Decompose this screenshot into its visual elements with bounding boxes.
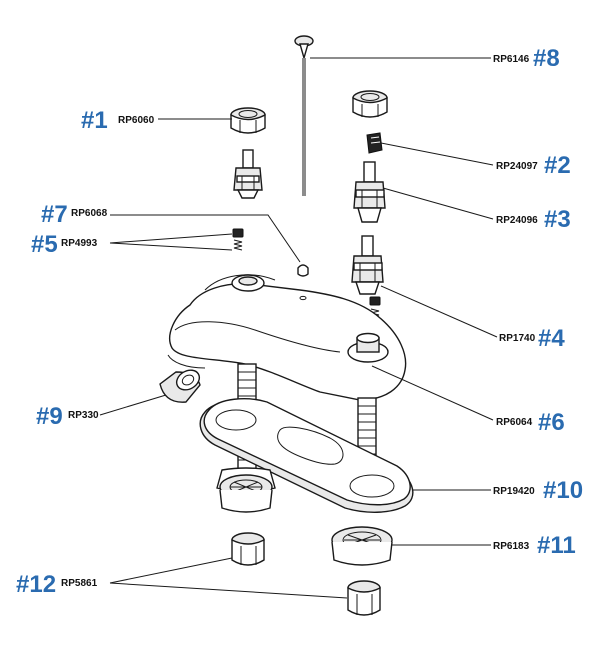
part-number: RP24097 xyxy=(496,161,538,172)
part-number: RP1740 xyxy=(499,333,536,344)
base-gasket xyxy=(199,398,414,513)
callout-number: #3 xyxy=(544,206,571,233)
faucet-body xyxy=(167,274,407,401)
left-cartridge xyxy=(233,149,263,199)
right-cartridge xyxy=(353,161,386,223)
callout-4: RP1740 #4 xyxy=(499,325,565,352)
leader-lines xyxy=(99,57,498,599)
handle-adapter xyxy=(366,132,383,154)
callout-10: RP19420 #10 xyxy=(493,477,583,504)
callout-number: #8 xyxy=(533,45,560,72)
callout-number: #6 xyxy=(538,409,565,436)
part-number: RP6068 xyxy=(71,208,108,219)
callout-1: #1 RP6060 xyxy=(81,107,155,134)
left-mounting-nut xyxy=(216,467,276,513)
callout-8: RP6146 #8 xyxy=(493,45,560,72)
right-mounting-nut xyxy=(331,526,393,566)
part-number: RP330 xyxy=(68,410,99,421)
callout-7: #7 RP6068 xyxy=(41,201,108,228)
callout-3: RP24096 #3 xyxy=(496,206,571,233)
lift-rod xyxy=(294,35,314,196)
aerator xyxy=(159,369,201,403)
part-number: RP6064 xyxy=(496,417,533,428)
callout-6: RP6064 #6 xyxy=(496,409,565,436)
callout-number: #9 xyxy=(36,403,63,430)
callout-number: #1 xyxy=(81,107,108,134)
part-number: RP5861 xyxy=(61,578,98,589)
right-coupling-nut xyxy=(347,580,381,616)
right-bonnet-nut xyxy=(352,90,388,118)
part-number: RP6183 xyxy=(493,541,530,552)
left-bonnet-nut xyxy=(230,107,266,134)
callout-9: #9 RP330 xyxy=(36,403,99,430)
callout-number: #4 xyxy=(538,325,565,352)
part-number: RP19420 xyxy=(493,486,535,497)
popup-cap xyxy=(297,264,309,277)
callout-5: #5 RP4993 xyxy=(31,231,98,258)
part-number: RP6060 xyxy=(118,115,155,126)
callout-number: #2 xyxy=(544,152,571,179)
callout-12: #12 RP5861 xyxy=(16,571,98,598)
part-number: RP4993 xyxy=(61,238,98,249)
part-number: RP24096 xyxy=(496,215,538,226)
callout-number: #11 xyxy=(537,532,576,559)
left-seat-spring xyxy=(232,228,244,251)
callout-number: #5 xyxy=(31,231,58,258)
left-coupling-nut xyxy=(231,532,265,566)
callout-number: #10 xyxy=(543,477,583,504)
callout-11: RP6183 #11 xyxy=(493,532,576,559)
callout-number: #7 xyxy=(41,201,68,228)
callout-2: RP24097 #2 xyxy=(496,152,571,179)
valve-body xyxy=(351,235,384,295)
part-number: RP6146 xyxy=(493,54,530,65)
callout-number: #12 xyxy=(16,571,56,598)
